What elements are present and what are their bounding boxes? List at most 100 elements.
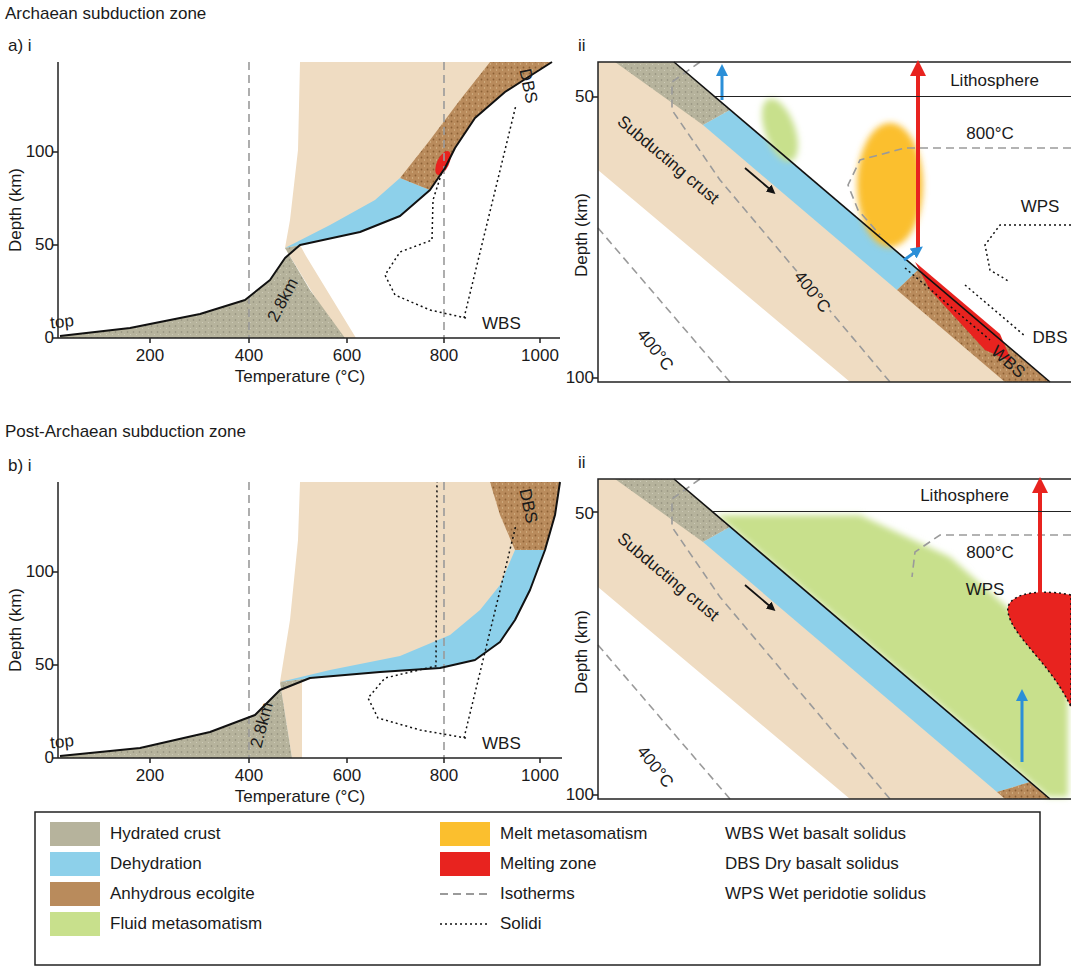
slab-region (280, 482, 560, 758)
pt-panel (53, 482, 562, 763)
eclogite-zone (400, 62, 552, 190)
hydrated-crust (60, 678, 310, 758)
solidus-label: WBS (482, 734, 521, 754)
tick-label: 600 (333, 766, 361, 786)
legend-entry: Melt metasomatism (440, 822, 647, 846)
isotherm-label: 400°C (633, 742, 678, 791)
legend-entry: Dehydration (50, 852, 202, 876)
isotherm (672, 479, 890, 799)
isotherm-label: 400°C (633, 325, 678, 374)
frame (593, 479, 1071, 799)
legend-swatch (50, 882, 100, 906)
isotherm-label: 800°C (966, 124, 1013, 144)
melting-zone (432, 149, 454, 178)
panel-label: a) i (8, 36, 32, 56)
tick-label: 800 (430, 346, 458, 366)
isotherm-label: 800°C (966, 543, 1013, 563)
dehydration-zone (703, 527, 1030, 792)
axis-title: Temperature (°C) (235, 787, 366, 807)
cross-section (593, 479, 1071, 799)
tick-label: 800 (430, 766, 458, 786)
frame (593, 62, 1071, 382)
legend-entry: Isotherms (440, 882, 575, 906)
legend-swatch (440, 822, 490, 846)
legend-swatch (440, 852, 490, 876)
solidus-sample (440, 923, 490, 925)
solidus-label: DBS (515, 67, 541, 105)
solidus-label: DBS (1033, 328, 1068, 348)
isotherm (598, 228, 730, 382)
slab-top-path (60, 482, 560, 756)
axis-title: Depth (km) (572, 610, 592, 694)
legend-text: Melt metasomatism (500, 824, 647, 844)
curve-label: top (49, 311, 75, 333)
slab-surface (674, 62, 1050, 382)
legend-line-slot (440, 912, 490, 936)
tick-label: 600 (333, 346, 361, 366)
isotherm-sample (440, 893, 490, 895)
lithosphere-band: Lithosphere (713, 479, 1071, 512)
eclogite-zone (997, 782, 1050, 799)
section-title: Post-Archaean subduction zone (5, 422, 246, 442)
subduction-arrow (745, 585, 772, 608)
abbreviation-note: DBS Dry basalt solidus (725, 854, 899, 874)
legend-line-slot (440, 882, 490, 906)
tick-label: 1000 (521, 766, 559, 786)
fluid-arrow (904, 250, 918, 260)
isotherm (848, 148, 1071, 235)
tick-label: 1000 (521, 346, 559, 366)
region-label: Lithosphere (950, 71, 1039, 96)
eclogite-zone (490, 482, 560, 550)
curve-label: top (49, 731, 75, 753)
slab-region (598, 62, 1050, 382)
tick-label: 200 (136, 346, 164, 366)
tick-label: 100 (26, 562, 54, 582)
isotherm (912, 535, 1071, 577)
axis-title: Depth (km) (572, 193, 592, 277)
axes (53, 62, 560, 343)
dehydration-zone (285, 178, 430, 248)
legend-text: Dehydration (110, 854, 202, 874)
slab-top-path (60, 62, 552, 336)
legend-entry: Fluid metasomatism (50, 912, 262, 936)
section-title: Archaean subduction zone (5, 4, 206, 24)
tick-label: 400 (235, 766, 263, 786)
isotherm (672, 62, 890, 382)
panel-label: ii (578, 36, 586, 56)
legend-swatch (50, 822, 100, 846)
isotherm (443, 62, 445, 338)
fluid-metasomatism (755, 94, 806, 166)
panel-label: ii (578, 453, 586, 473)
wet-basalt-solidus (368, 482, 466, 738)
axis-title: Depth (km) (6, 168, 26, 252)
legend-text: Solidi (500, 914, 542, 934)
axis-title: Temperature (°C) (235, 367, 366, 387)
tick-label: 200 (136, 766, 164, 786)
melt-arrow (1038, 485, 1042, 609)
tick-label: 100 (566, 368, 594, 388)
dry-basalt-solidus (464, 105, 516, 318)
tick-label: 50 (35, 655, 54, 675)
pt-panel (53, 62, 560, 343)
legend-text: Hydrated crust (110, 824, 221, 844)
region-label: Lithosphere (920, 486, 1009, 511)
subduction-arrow (745, 168, 772, 191)
tick-label: 100 (26, 142, 54, 162)
legend-entry: Anhydrous ecolgite (50, 882, 255, 906)
dehydration-zone (280, 550, 545, 682)
tick-label: 50 (575, 87, 594, 107)
slab-surface (674, 479, 1050, 799)
axis-title: Depth (km) (6, 588, 26, 672)
solidus-label: WPS (966, 580, 1005, 600)
legend-entry: Hydrated crust (50, 822, 221, 846)
tick-label: 50 (575, 504, 594, 524)
isotherm (598, 645, 730, 799)
hydrated-crust (60, 245, 345, 338)
cross-section (593, 62, 1071, 382)
isotherm (443, 482, 445, 758)
legend-swatch (50, 852, 100, 876)
melt-metasomatism (857, 123, 923, 247)
legend-swatch (50, 912, 100, 936)
legend-box (35, 812, 1040, 965)
